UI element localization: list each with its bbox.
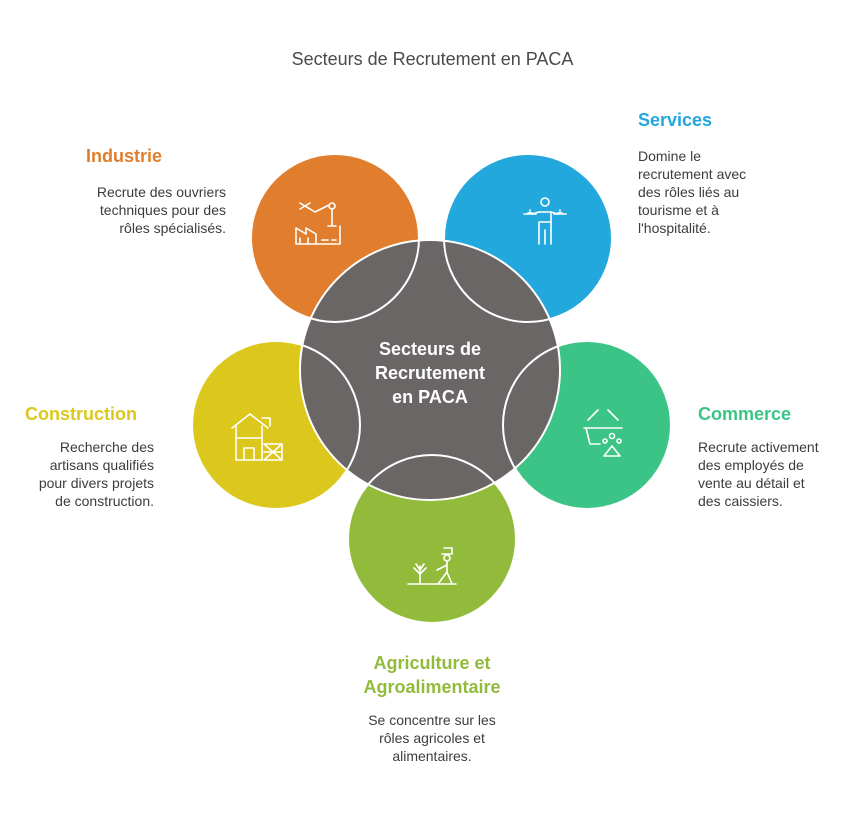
construction-heading: Construction bbox=[25, 404, 137, 424]
agriculture-heading: Agriculture et Agroalimentaire bbox=[282, 651, 582, 699]
industrie-desc-line3: rôles spécialisés. bbox=[119, 220, 226, 236]
commerce-desc-line2: des employés de bbox=[698, 457, 804, 473]
construction-desc-line3: pour divers projets bbox=[38, 475, 154, 491]
center-label-line3: en PACA bbox=[392, 387, 468, 407]
services-desc-line4: tourisme et à bbox=[638, 202, 719, 218]
agriculture-circle[interactable] bbox=[348, 455, 516, 623]
center-label-line2: Recrutement bbox=[375, 363, 485, 383]
construction-desc-line2: artisans qualifiés bbox=[49, 457, 154, 473]
services-desc-line2: recrutement avec bbox=[638, 166, 747, 182]
services-desc-line3: des rôles liés au bbox=[638, 184, 740, 200]
waiter-serving-trays-icon bbox=[523, 197, 567, 245]
industrie-desc-line2: techniques pour des bbox=[99, 202, 226, 218]
diagram-title: Secteurs de Recrutement en PACA bbox=[291, 49, 574, 69]
industrie-heading: Industrie bbox=[86, 146, 163, 166]
factory-robot-arm-icon bbox=[295, 202, 341, 245]
construction-outline bbox=[191, 340, 361, 510]
commerce-desc-line3: vente au détail et bbox=[698, 475, 805, 491]
services-description: Domine le recrutement avec des rôles lié… bbox=[638, 147, 838, 237]
center-label-line1: Secteurs de bbox=[379, 339, 481, 359]
commerce-desc-line4: des caissiers. bbox=[698, 493, 783, 509]
commerce-outline bbox=[502, 340, 672, 510]
center-circle[interactable] bbox=[299, 239, 561, 501]
services-desc-line1: Domine le bbox=[638, 148, 702, 164]
shopping-basket-icon bbox=[583, 409, 623, 457]
commerce-desc-line1: Recrute activement bbox=[698, 439, 819, 455]
agriculture-heading-line2: Agroalimentaire bbox=[363, 677, 501, 697]
commerce-description: Recrute activement des employés de vente… bbox=[698, 438, 858, 510]
commerce-heading: Commerce bbox=[698, 404, 792, 424]
industrie-description: Recrute des ouvriers techniques pour des… bbox=[60, 183, 226, 237]
agriculture-heading-line1: Agriculture et bbox=[373, 653, 491, 673]
services-outline bbox=[443, 153, 613, 323]
industrie-outline bbox=[250, 153, 420, 323]
services-heading: Services bbox=[638, 110, 713, 130]
services-desc-line5: l'hospitalité. bbox=[638, 220, 711, 236]
construction-desc-line4: de construction. bbox=[55, 493, 154, 509]
agriculture-desc-line1: Se concentre sur les bbox=[368, 712, 496, 728]
construction-desc-line1: Recherche des bbox=[59, 439, 154, 455]
construction-description: Recherche des artisans qualifiés pour di… bbox=[10, 438, 154, 510]
agriculture-desc-line3: alimentaires. bbox=[392, 748, 472, 764]
farmer-plant-icon bbox=[407, 547, 457, 585]
agriculture-outline bbox=[347, 454, 517, 624]
agriculture-desc-line2: rôles agricoles et bbox=[379, 730, 485, 746]
house-scaffold-icon bbox=[231, 413, 283, 461]
industrie-desc-line1: Recrute des ouvriers bbox=[96, 184, 226, 200]
agriculture-description: Se concentre sur les rôles agricoles et … bbox=[332, 711, 532, 765]
